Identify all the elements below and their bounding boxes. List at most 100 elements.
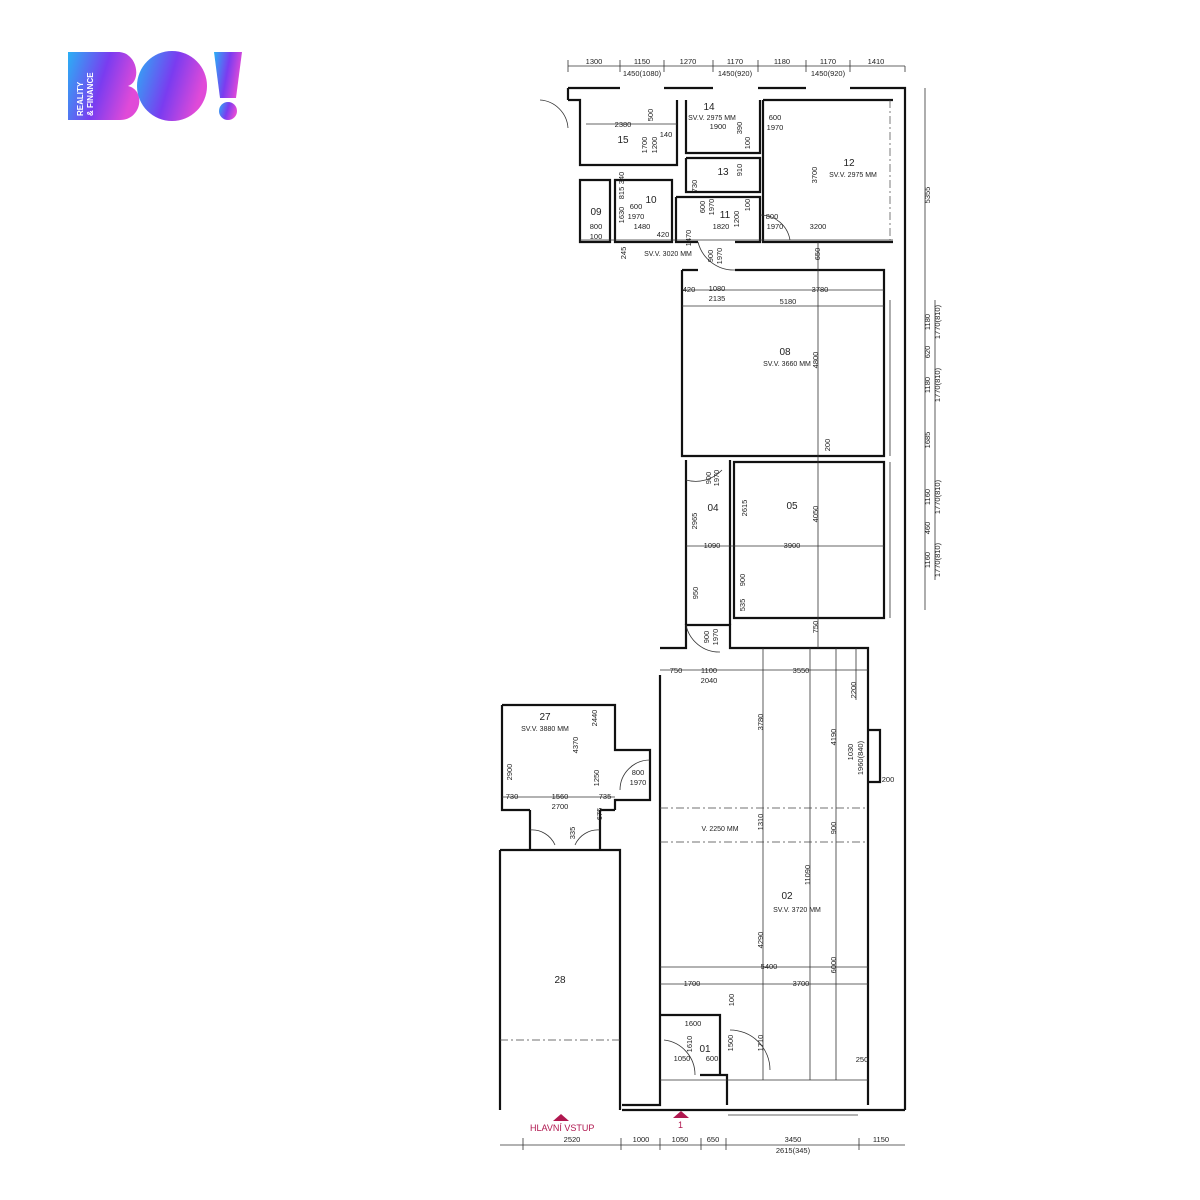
dimension-label: 1970 (712, 470, 721, 487)
dimension-label: 1160 (923, 552, 932, 568)
room-number-28: 28 (554, 975, 566, 986)
dimension-label: 1770(810) (933, 479, 942, 514)
dimension-label: 1270 (680, 57, 697, 66)
dimension-label: 1180 (923, 377, 932, 393)
dimension-label: 4190 (829, 729, 838, 746)
dimension-label: 1200 (650, 137, 659, 154)
dimension-label: 1090 (704, 541, 721, 550)
logo-tagline: REALITY (76, 81, 85, 116)
dimension-label: 100 (590, 232, 603, 241)
dimension-label: 650 (707, 1135, 720, 1144)
dimension-label: 100 (743, 199, 752, 212)
logo-letter-o (137, 51, 207, 121)
dimension-label: 1170 (727, 57, 743, 66)
main-entrance-marker (553, 1114, 569, 1121)
dimension-label: 620 (923, 346, 932, 359)
dimension-label: 3780 (812, 285, 829, 294)
dimension-label: 910 (735, 164, 744, 177)
ceiling-height-note: SV.V. 3020 MM (644, 251, 692, 258)
dimension-label: 1770(810) (933, 542, 942, 577)
dimension-label: 3550 (793, 666, 810, 675)
dimension-label: 1770(810) (933, 367, 942, 402)
dimension-label: 2520 (564, 1135, 581, 1144)
dimension-label: 1080 (709, 284, 726, 293)
dimension-label: 4050 (811, 506, 820, 523)
dimension-label: 815 (617, 187, 626, 200)
room-number-27: 27 (539, 712, 551, 723)
dimension-label: 1970 (767, 222, 784, 231)
dimension-label: 5180 (780, 297, 797, 306)
wall-segment (613, 178, 674, 244)
dimension-label: 245 (619, 247, 628, 260)
room-number-09: 09 (590, 207, 602, 218)
entrance-1-marker (673, 1111, 689, 1118)
dimension-label: 600 (706, 1054, 719, 1063)
ceiling-height-note: SV.V. 3720 MM (773, 907, 821, 914)
dimension-label: 1710 (756, 1035, 765, 1052)
wall-segment (761, 98, 893, 244)
wall-segment (500, 703, 652, 812)
room-number-12: 12 (843, 158, 855, 169)
dimension-label: 1970 (711, 629, 720, 646)
dimension-label: 1450(920) (718, 69, 753, 78)
main-entrance-label: HLAVNÍ VSTUP (530, 1123, 594, 1133)
ceiling-height-note: SV.V. 3880 MM (521, 726, 569, 733)
dimension-label: 1970 (707, 199, 716, 216)
wall-segment (660, 1013, 729, 1105)
dimension-label: 1050 (672, 1135, 689, 1144)
dimension-label: 600 (630, 202, 643, 211)
door-swing (759, 214, 791, 241)
dimension-label: 600 (769, 113, 782, 122)
dimension-label: 1630 (617, 207, 626, 224)
dimension-label: 1610 (685, 1036, 694, 1053)
room-number-11: 11 (720, 210, 731, 221)
dimension-label: 1970 (630, 778, 647, 787)
dimension-label: 1250 (592, 770, 601, 787)
dimension-label: 4800 (811, 352, 820, 369)
dimension-label: 1700 (684, 979, 701, 988)
dimension-label: 1000 (633, 1135, 650, 1144)
dimension-label: 1150 (634, 57, 650, 66)
room-number-10: 10 (645, 195, 657, 206)
dimension-label: 1960(840) (856, 740, 865, 775)
dimension-label: 900 (706, 250, 715, 263)
room-number-05: 05 (786, 501, 798, 512)
dimension-label: 2380 (615, 120, 632, 129)
dimension-label: 2440 (590, 710, 599, 727)
dimension-label: 2135 (709, 294, 726, 303)
room-number-04: 04 (707, 503, 719, 514)
door-swing (729, 1029, 771, 1071)
wall-segment (732, 460, 886, 620)
dimension-label: 1170 (820, 57, 836, 66)
dimension-label: 3200 (810, 222, 827, 231)
dimension-label: 1180 (923, 314, 932, 330)
dimension-label: 2200 (849, 682, 858, 699)
wall-segment (680, 268, 886, 458)
dimension-label: 800 (590, 222, 603, 231)
dimension-label: 735 (599, 792, 612, 801)
dimension-label: 100 (727, 994, 736, 1007)
wall-segment (684, 156, 762, 194)
door-swing (539, 99, 569, 129)
room-number-08: 08 (779, 347, 791, 358)
dimension-label: 675 (595, 808, 604, 821)
dimension-label: 500 (646, 109, 655, 122)
dimension-label: 2900 (505, 764, 514, 781)
dimension-label: 2615(345) (776, 1146, 811, 1155)
wall-segment (684, 460, 732, 625)
bo-reality-logo: REALITY & FINANCE (68, 51, 242, 121)
dimension-label: 1310 (756, 814, 765, 831)
room-number-01: 01 (699, 1044, 711, 1055)
dimension-label: 1450(920) (811, 69, 846, 78)
dimension-label: 4290 (756, 932, 765, 949)
dimension-label: 1450(1080) (623, 69, 662, 78)
dimension-label: 3450 (785, 1135, 802, 1144)
wall-segment (498, 848, 622, 1110)
logo-exclamation-dot (219, 102, 237, 120)
dimension-label: 5400 (761, 962, 778, 971)
walls (498, 86, 907, 1112)
dimension-label: 340 (617, 172, 626, 185)
door-swing (574, 829, 601, 846)
